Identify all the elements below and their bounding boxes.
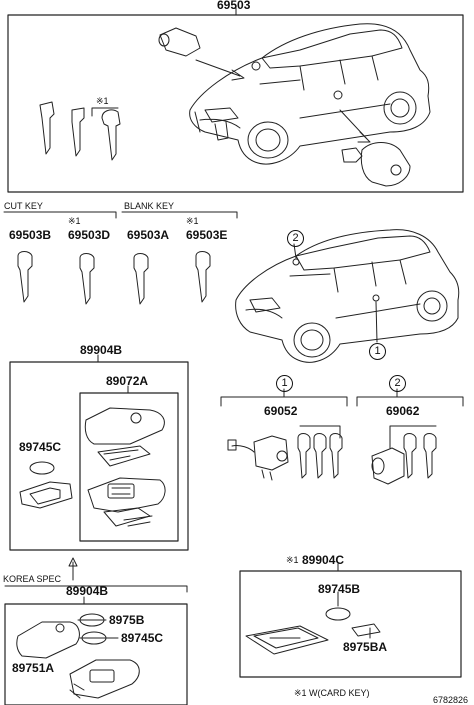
part-69052-label: 69052 bbox=[264, 404, 298, 418]
suv-top-illustration bbox=[189, 23, 431, 165]
part-89904B-label: 89904B bbox=[80, 343, 123, 357]
note-mark-89904C: ※1 bbox=[286, 555, 299, 565]
part-89745B-label: 89745B bbox=[318, 582, 361, 596]
keys-top bbox=[39, 101, 121, 161]
fob-housing-frame bbox=[79, 392, 179, 542]
korea-spec-label: KOREA SPEC bbox=[3, 574, 62, 584]
part-8975BA-label: 8975BA bbox=[343, 640, 388, 654]
callout-1-lockset: 1 bbox=[276, 375, 293, 392]
cut-key-bracket bbox=[3, 211, 117, 219]
card-key-frame bbox=[239, 570, 462, 678]
part-89904B-korea-label: 89904B bbox=[66, 584, 109, 598]
blank-key-bracket bbox=[121, 211, 238, 219]
callout-2-lockset: 2 bbox=[389, 375, 406, 392]
part-89072A-label: 89072A bbox=[106, 374, 149, 388]
part-69503-label: 69503 bbox=[217, 0, 251, 12]
door-lock-top bbox=[339, 109, 411, 187]
part-69503E-label: 69503E bbox=[186, 228, 228, 242]
part-89745C-korea-label: 89745C bbox=[121, 631, 164, 645]
key-fob-frame bbox=[9, 361, 189, 551]
note-mark-top: ※1 bbox=[96, 96, 109, 106]
card-key-parts bbox=[245, 591, 381, 655]
part-8975B-label: 8975B bbox=[109, 613, 145, 627]
up-arrow bbox=[68, 557, 78, 581]
fob-parts bbox=[19, 407, 166, 527]
callout-2-car: 2 bbox=[287, 230, 304, 247]
part-89745C-label: 89745C bbox=[19, 440, 62, 454]
ignition-cylinder-top bbox=[158, 27, 245, 81]
card-key-note: ※1 W(CARD KEY) bbox=[294, 688, 370, 698]
part-89751A-label: 89751A bbox=[12, 661, 55, 675]
callout-1-car: 1 bbox=[369, 343, 386, 360]
cut-key-label: CUT KEY bbox=[4, 201, 43, 211]
part-69503A-label: 69503A bbox=[127, 228, 170, 242]
key-row bbox=[17, 251, 211, 305]
suv-middle-illustration bbox=[235, 229, 460, 363]
lock-set-2 bbox=[371, 425, 437, 485]
korea-fob-parts bbox=[16, 613, 140, 699]
lock-set-1 bbox=[227, 425, 343, 481]
note-mark-69503E: ※1 bbox=[186, 216, 199, 226]
part-69503D-label: 69503D bbox=[68, 228, 111, 242]
lock-set-2-bracket bbox=[356, 396, 464, 407]
diagram-id: 6782826 bbox=[433, 695, 469, 705]
korea-bracket bbox=[4, 585, 188, 593]
note-mark-69503D: ※1 bbox=[68, 216, 81, 226]
blank-key-label: BLANK KEY bbox=[124, 201, 175, 211]
part-69062-label: 69062 bbox=[386, 404, 420, 418]
part-69503B-label: 69503B bbox=[9, 228, 52, 242]
korea-spec-frame bbox=[4, 603, 188, 705]
part-89904C-label: 89904C bbox=[302, 553, 345, 567]
